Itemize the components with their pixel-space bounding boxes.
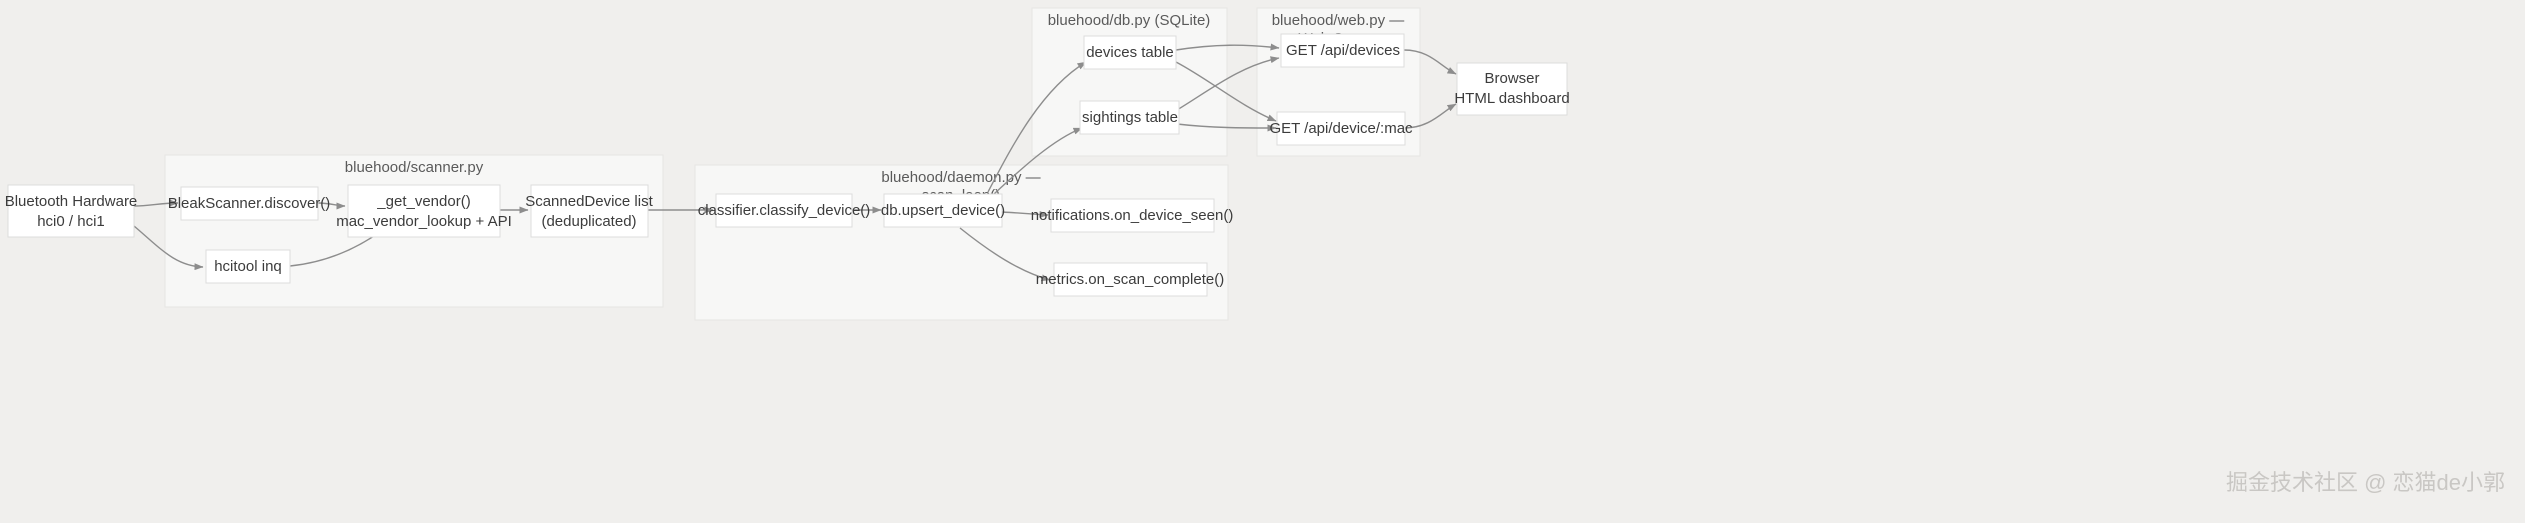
node-hcitool[interactable]: hcitool inq [205,249,291,284]
node-notifications-rect[interactable] [1050,198,1215,233]
node-api-device-mac[interactable]: GET /api/device/:mac [1269,111,1413,146]
node-classifier[interactable]: classifier.classify_device() [698,193,871,228]
node-notifications-label: notifications.on_device_seen() [1031,207,1234,224]
edge-upsert-to-sightings-table [993,127,1083,195]
edge-sightings-table-to-api-devices [1176,56,1280,111]
node-metrics[interactable]: metrics.on_scan_complete() [1036,262,1224,297]
node-api-device-mac-rect[interactable] [1276,111,1406,146]
node-hcitool-label: hcitool inq [214,258,282,275]
node-devices-table-label: devices table [1086,44,1174,61]
node-api-device-mac-label: GET /api/device/:mac [1269,120,1413,137]
node-hardware-rect[interactable] [7,184,135,238]
edge-hardware-to-hcitool [133,225,204,271]
node-bleakscanner-rect[interactable] [180,186,319,221]
node-scanneddevice-rect[interactable] [530,184,649,238]
node-browser[interactable]: Browser HTML dashboard [1454,62,1570,116]
node-browser-label-line1: Browser [1484,70,1539,87]
node-browser-rect[interactable] [1456,62,1568,116]
node-classifier-label: classifier.classify_device() [698,202,871,219]
cluster-scanner-label: bluehood/scanner.py [345,159,484,176]
node-getvendor-label-line1: _get_vendor() [376,193,470,210]
edge-bleakscanner-to-getvendor [317,202,346,210]
node-sightings-table-label: sightings table [1082,109,1178,126]
node-classifier-rect[interactable] [715,193,853,228]
node-hardware-label-line2: hci0 / hci1 [37,213,105,230]
node-sightings-table-rect[interactable] [1079,100,1180,135]
node-api-devices-rect[interactable] [1280,33,1405,68]
node-scanneddevice-label-line1: ScannedDevice list [525,193,653,210]
node-upsert[interactable]: db.upsert_device() [881,193,1005,228]
node-getvendor[interactable]: _get_vendor() mac_vendor_lookup + API [336,184,512,238]
node-devices-table[interactable]: devices table [1083,35,1177,70]
node-sightings-table[interactable]: sightings table [1079,100,1180,135]
edge-upsert-to-devices-table [987,61,1087,193]
watermark-label: 掘金技术社区 @ 恋猫de小郭 [2226,470,2505,495]
node-getvendor-label-line2: mac_vendor_lookup + API [336,213,512,230]
node-hardware-label-line1: Bluetooth Hardware [5,193,138,210]
edge-sightings-table-to-api-device-mac [1176,123,1277,132]
node-notifications[interactable]: notifications.on_device_seen() [1031,198,1234,233]
edge-api-device-mac-to-browser [1403,103,1457,129]
node-devices-table-rect[interactable] [1083,35,1177,70]
node-hardware[interactable]: Bluetooth Hardware hci0 / hci1 [5,184,138,238]
node-browser-label-line2: HTML dashboard [1454,90,1569,107]
edge-upsert-to-notifications [1001,210,1049,218]
node-hcitool-rect[interactable] [205,249,291,284]
node-getvendor-rect[interactable] [347,184,501,238]
node-bleakscanner-label: BleakScanner.discover() [168,195,331,212]
node-metrics-label: metrics.on_scan_complete() [1036,271,1224,288]
node-upsert-label: db.upsert_device() [881,202,1005,219]
edge-devices-table-to-api-devices [1175,43,1280,51]
node-api-devices[interactable]: GET /api/devices [1280,33,1405,68]
cluster-daemon: bluehood/daemon.py — scan_loop() [694,164,1229,321]
node-upsert-rect[interactable] [883,193,1003,228]
edge-api-devices-to-browser [1403,49,1457,75]
node-api-devices-label: GET /api/devices [1286,42,1400,59]
node-bleakscanner[interactable]: BleakScanner.discover() [168,186,331,221]
cluster-db-label: bluehood/db.py (SQLite) [1048,12,1211,29]
cluster-daemon-label-line1: bluehood/daemon.py — [881,169,1040,186]
node-scanneddevice-label-line2: (deduplicated) [541,213,636,230]
edge-upsert-to-metrics [959,227,1051,282]
edge-hardware-to-bleakscanner [133,199,179,207]
edge-devices-table-to-api-device-mac [1175,61,1277,122]
node-scanneddevice[interactable]: ScannedDevice list (deduplicated) [525,184,654,238]
node-metrics-rect[interactable] [1053,262,1208,297]
cluster-web-label-line1: bluehood/web.py — [1272,12,1405,29]
